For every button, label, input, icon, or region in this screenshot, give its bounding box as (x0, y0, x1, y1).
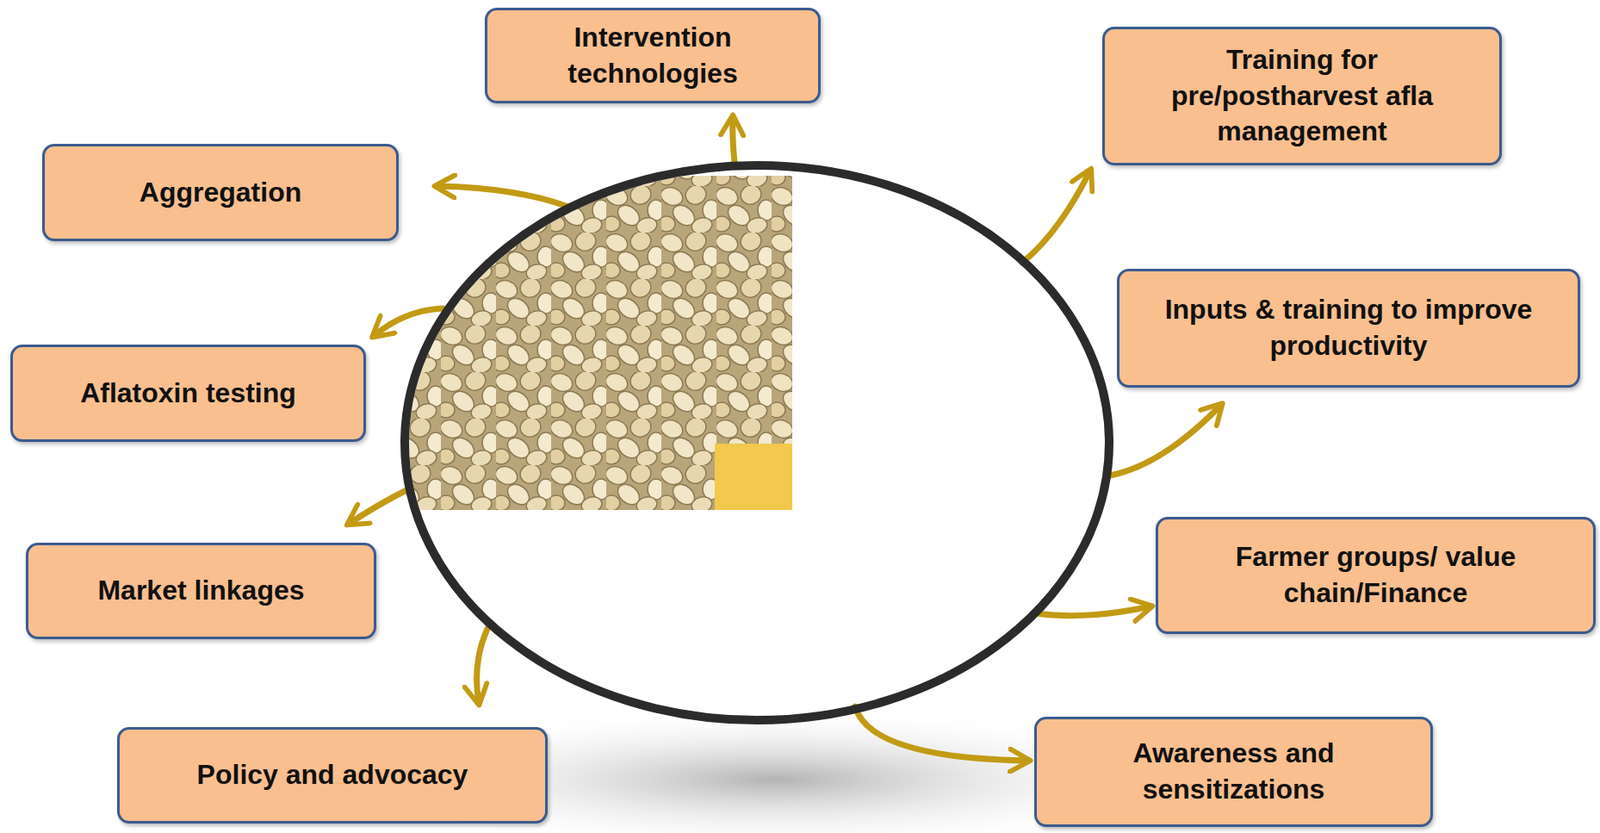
box-text-group: Inputs & training to improve productivit… (1140, 291, 1557, 364)
box-text-group: Aggregation (139, 174, 302, 211)
box-text-group: Policy and advocacy (197, 756, 469, 794)
box-label: Policy and advocacy (197, 756, 469, 794)
spoke-arrow (477, 628, 488, 703)
box-label: Inputs & training to improve productivit… (1140, 291, 1557, 364)
spoke-arrow (348, 489, 409, 524)
box-label: Training for pre/postharvest afla manage… (1125, 42, 1479, 150)
spoke-arrow (732, 117, 735, 162)
process-box: Intervention technologies (484, 7, 821, 104)
process-box: Farmer groups/ value chain/Finance (1155, 516, 1596, 634)
process-box: Market linkages (25, 542, 377, 639)
box-label: Aflatoxin testing (80, 375, 297, 412)
yellow-scoop (714, 443, 793, 510)
spoke-arrow (855, 706, 1029, 761)
spoke-arrows (348, 117, 1222, 761)
spoke-arrow (1035, 606, 1151, 616)
maize-photo (404, 175, 793, 510)
box-label: Awareness and sensitizations (1057, 735, 1410, 807)
hub-ellipse (404, 165, 1110, 720)
box-label: Intervention technologies (508, 19, 798, 92)
box-label: Market linkages (97, 572, 304, 609)
box-label: Farmer groups/ value chain/Finance (1178, 539, 1573, 611)
process-box: Training for pre/postharvest afla manage… (1102, 26, 1502, 166)
box-text-group: Intervention technologies (508, 19, 798, 92)
hub-ground (404, 165, 1110, 720)
process-box: Aflatoxin testing (10, 344, 366, 442)
process-box: Awareness and sensitizations (1034, 716, 1433, 827)
process-box: Inputs & training to improve productivit… (1116, 268, 1581, 388)
process-box: Policy and advocacy (117, 726, 548, 824)
box-label: Aggregation (139, 174, 302, 211)
box-text-group: Farmer groups/ value chain/Finance (1178, 539, 1573, 611)
maize-kernels (404, 175, 793, 510)
box-text-group: Awareness and sensitizations (1057, 735, 1410, 807)
spoke-arrow (436, 186, 569, 207)
box-text-group: Training for pre/postharvest afla manage… (1125, 42, 1479, 150)
spoke-arrow (1022, 170, 1091, 263)
box-text-group: Aflatoxin testing (80, 375, 297, 412)
spoke-arrow (1110, 404, 1222, 476)
process-box: Aggregation (42, 143, 399, 242)
box-text-group: Market linkages (97, 572, 304, 609)
